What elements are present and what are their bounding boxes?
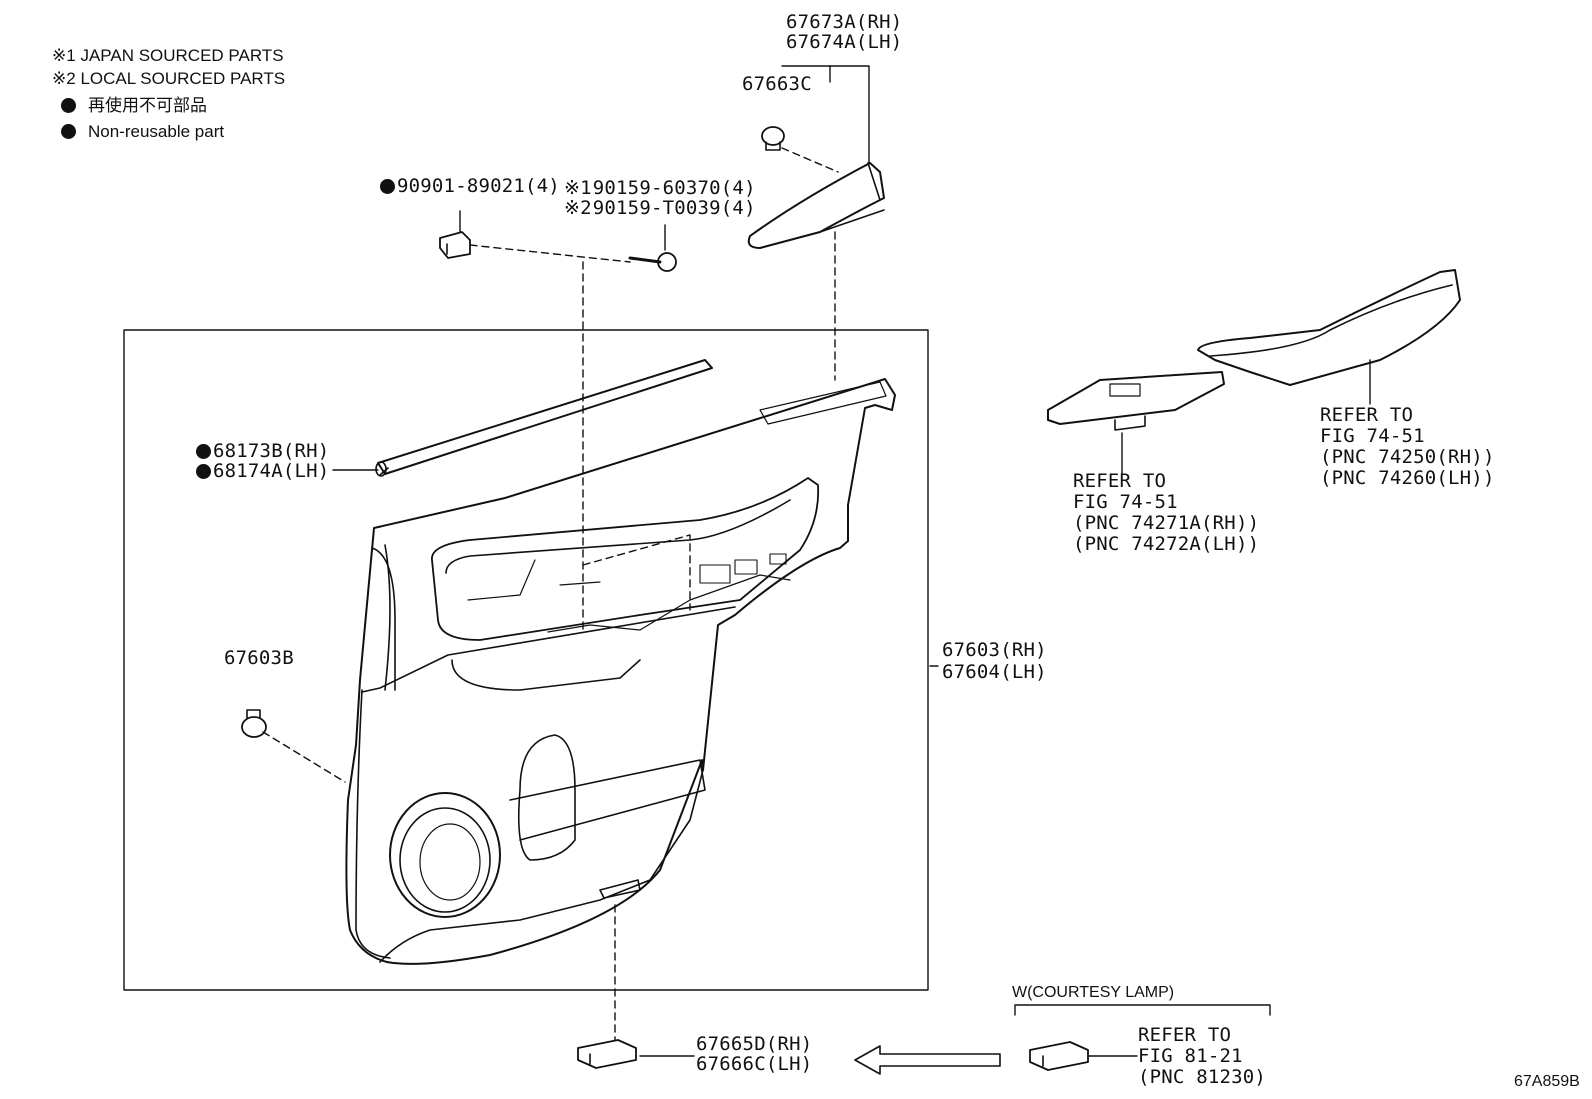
figure-code: 67A859B bbox=[1514, 1073, 1580, 1090]
switch-ref-pnc-lh: (PNC 74272A(LH)) bbox=[1073, 533, 1260, 555]
nonreusable-dot-icon bbox=[196, 464, 211, 479]
courtesy-lamp bbox=[1029, 1041, 1089, 1071]
part-290159[interactable]: ※290159-T0039(4) bbox=[564, 198, 756, 219]
legend-nonreusable-en: Non-reusable part bbox=[56, 122, 224, 142]
note-1-mark: ※1 bbox=[564, 177, 592, 199]
dashed-guides bbox=[262, 147, 839, 1041]
part-68174A-label: 68174A(LH) bbox=[213, 460, 330, 482]
nonreusable-jp-text: 再使用不可部品 bbox=[88, 96, 207, 115]
legend-note-1: ※1 JAPAN SOURCED PARTS bbox=[52, 46, 284, 66]
part-67665D[interactable]: 67665D(RH) bbox=[696, 1033, 813, 1055]
switch-ref-line: REFER TO bbox=[1073, 470, 1167, 492]
lamp-ref-pnc: (PNC 81230) bbox=[1138, 1066, 1267, 1088]
note-1-text: JAPAN SOURCED PARTS bbox=[80, 46, 284, 65]
part-190159-label: 90159-60370(4) bbox=[592, 177, 756, 199]
leader-lines bbox=[332, 65, 1371, 1057]
part-190159[interactable]: ※190159-60370(4) bbox=[564, 178, 756, 199]
part-68174A[interactable]: 68174A(LH) bbox=[196, 461, 329, 482]
lamp-lens-67665D bbox=[577, 1039, 637, 1069]
armrest-ref-pnc-rh: (PNC 74250(RH)) bbox=[1320, 446, 1495, 468]
clip-67663C bbox=[761, 126, 785, 151]
armrest-panel bbox=[1197, 269, 1461, 386]
armrest-ref-pnc-lh: (PNC 74260(LH)) bbox=[1320, 467, 1495, 489]
part-67673A[interactable]: 67673A(RH) bbox=[786, 11, 903, 33]
clip-67603B bbox=[241, 709, 267, 738]
courtesy-lamp-condition: W(COURTESY LAMP) bbox=[1012, 984, 1175, 1001]
nonreusable-dot-icon bbox=[380, 179, 395, 194]
nonreusable-dot-icon bbox=[61, 98, 76, 113]
arrow-icon bbox=[854, 1045, 1001, 1075]
note-2-text: LOCAL SOURCED PARTS bbox=[80, 69, 286, 88]
armrest-cover-upper bbox=[747, 162, 885, 249]
switch-ref-pnc-rh: (PNC 74271A(RH)) bbox=[1073, 512, 1260, 534]
legend-note-2: ※2 LOCAL SOURCED PARTS bbox=[52, 69, 285, 89]
part-67603B[interactable]: 67603B bbox=[224, 647, 294, 669]
armrest-ref-line: REFER TO bbox=[1320, 404, 1414, 426]
part-67666C[interactable]: 67666C(LH) bbox=[696, 1053, 813, 1075]
part-68173B[interactable]: 68173B(RH) bbox=[196, 441, 329, 462]
note-2-mark: ※2 bbox=[52, 69, 76, 88]
part-67663C[interactable]: 67663C bbox=[742, 73, 812, 95]
armrest-ref-fig[interactable]: FIG 74-51 bbox=[1320, 425, 1425, 447]
note-2-mark: ※2 bbox=[564, 197, 592, 219]
screw-90159 bbox=[628, 252, 677, 272]
door-trim-panel bbox=[345, 378, 896, 965]
retainer-90901 bbox=[439, 231, 471, 259]
part-68173B-label: 68173B(RH) bbox=[213, 440, 330, 462]
weatherstrip bbox=[375, 359, 713, 477]
note-1-mark: ※1 bbox=[52, 46, 76, 65]
part-290159-label: 90159-T0039(4) bbox=[592, 197, 756, 219]
nonreusable-dot-icon bbox=[61, 124, 76, 139]
nonreusable-en-text: Non-reusable part bbox=[88, 122, 225, 141]
lamp-ref-fig[interactable]: FIG 81-21 bbox=[1138, 1045, 1243, 1067]
part-67674A[interactable]: 67674A(LH) bbox=[786, 31, 903, 53]
lamp-ref-line: REFER TO bbox=[1138, 1024, 1232, 1046]
part-67604[interactable]: 67604(LH) bbox=[942, 661, 1047, 683]
part-90901[interactable]: 90901-89021(4) bbox=[380, 176, 560, 197]
switch-bezel bbox=[1047, 371, 1225, 431]
part-90901-label: 90901-89021(4) bbox=[397, 175, 560, 197]
assembly-frame bbox=[123, 329, 929, 991]
switch-ref-fig[interactable]: FIG 74-51 bbox=[1073, 491, 1178, 513]
nonreusable-dot-icon bbox=[196, 444, 211, 459]
part-67603[interactable]: 67603(RH) bbox=[942, 639, 1047, 661]
legend-nonreusable-jp: 再使用不可部品 bbox=[56, 96, 207, 116]
